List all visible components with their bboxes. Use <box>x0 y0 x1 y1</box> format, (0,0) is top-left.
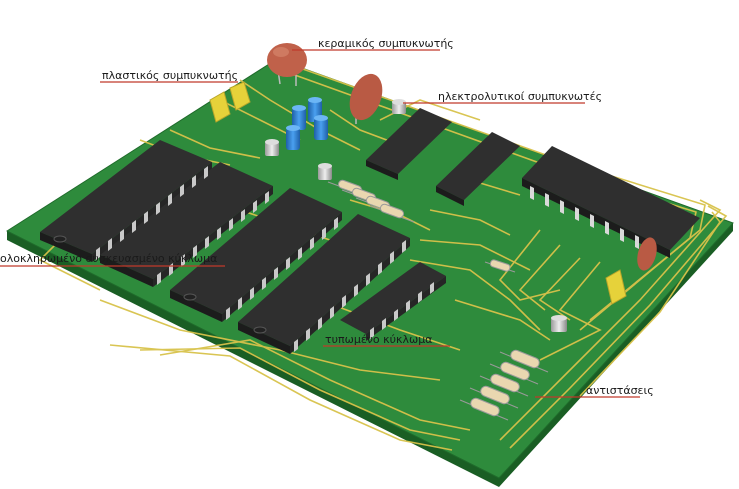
label-resistors: αντιστάσεις <box>586 384 654 397</box>
label-plastic-capacitor: πλαστικός συμπυκνωτής <box>102 69 238 82</box>
label-integrated-circuit: ολοκληρωμένο συσκευασμένο κύκλωμα <box>0 252 217 265</box>
label-printed-circuit: τυπωμένο κύκλωμα <box>325 333 432 346</box>
label-ceramic-capacitor: κεραμικός συμπυκνωτής <box>318 37 454 50</box>
label-electrolytic-capacitors: ηλεκτρολυτικοί συμπυκνωτές <box>438 90 602 103</box>
